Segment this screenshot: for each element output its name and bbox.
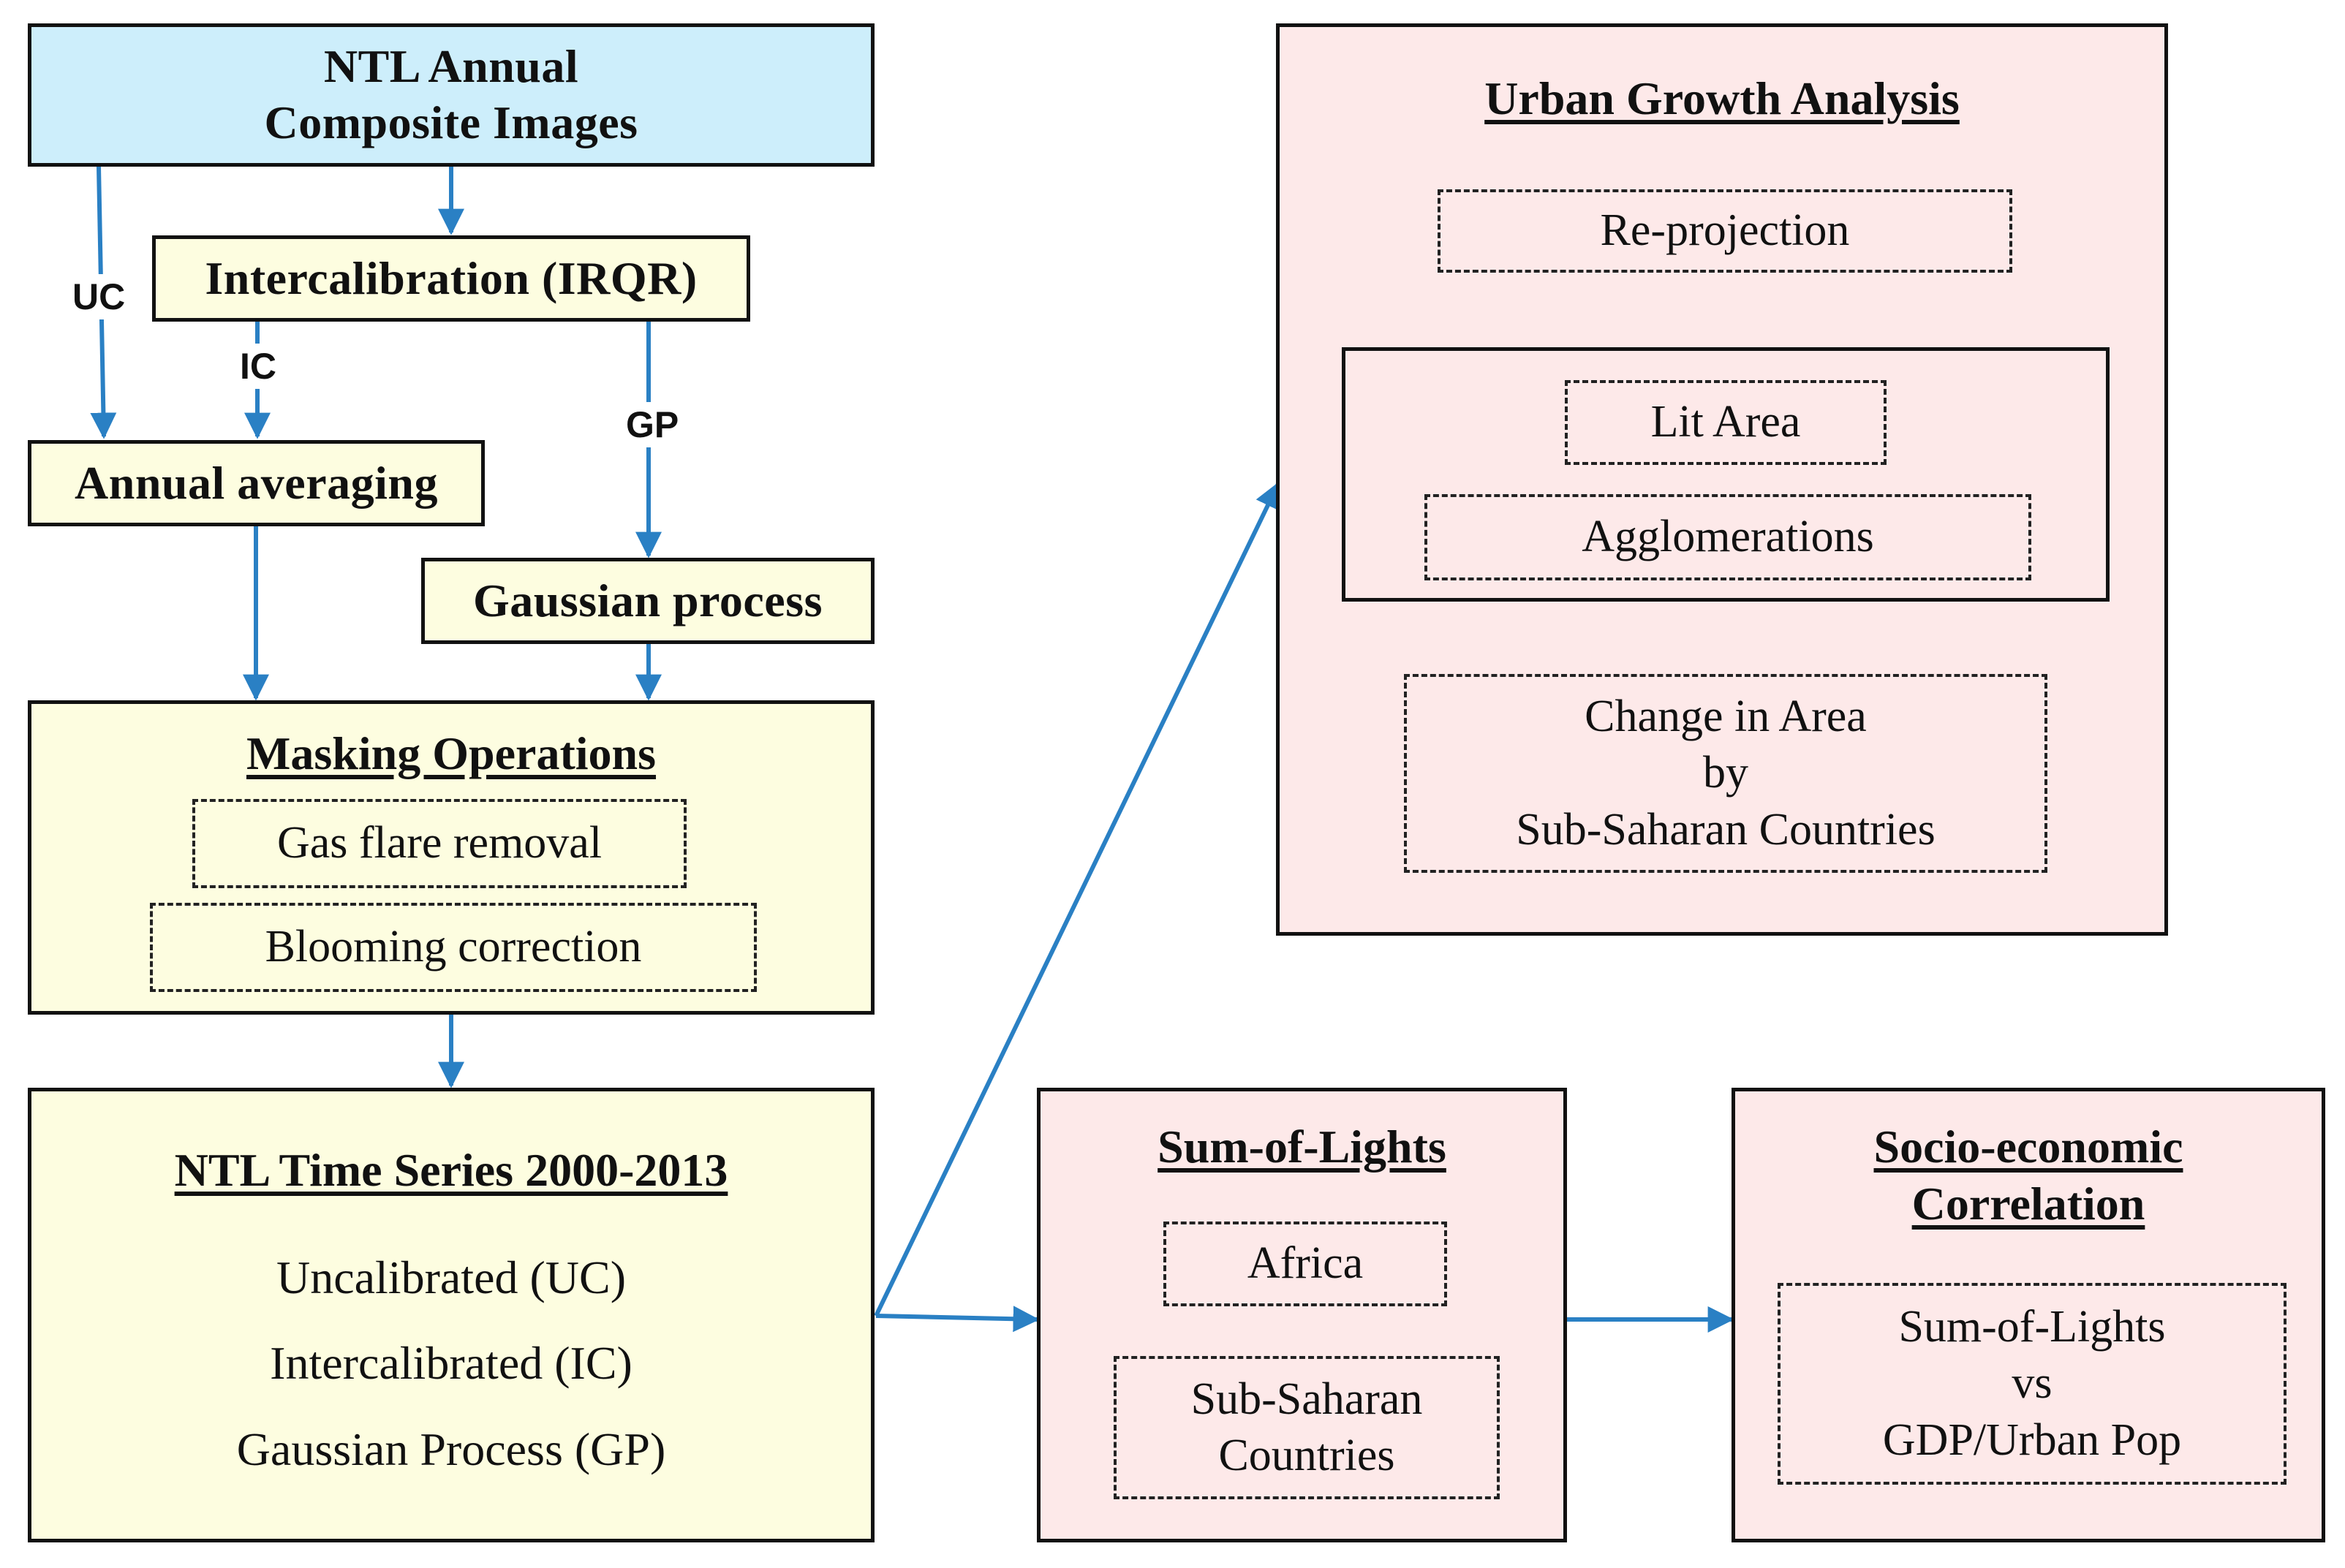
reprojection-step: Re-projection	[1438, 189, 2012, 273]
blooming-correction: Blooming correction	[150, 903, 757, 992]
intercalibration-box: Intercalibration (IRQR)	[152, 235, 750, 322]
annual-averaging-box: Annual averaging	[28, 440, 485, 526]
source-title-line1: NTL Annual	[323, 40, 579, 93]
series-intercalibrated: Intercalibrated (IC)	[270, 1337, 632, 1389]
sub-saharan-item: Sub-Saharan Countries	[1114, 1356, 1500, 1499]
lit-area-group: Lit Area Agglomerations	[1342, 347, 2110, 602]
annual-averaging-label: Annual averaging	[75, 457, 438, 509]
intercalibration-label: Intercalibration (IRQR)	[205, 252, 698, 304]
masking-operations-box: Masking Operations Gas flare removal Blo…	[28, 700, 875, 1015]
socio-title-line2: Correlation	[1911, 1178, 2145, 1230]
sum-of-lights-box: Sum-of-Lights Africa Sub-Saharan Countri…	[1037, 1088, 1567, 1542]
change-in-area-step: Change in Area by Sub-Saharan Countries	[1404, 674, 2047, 873]
sum-of-lights-title: Sum-of-Lights	[1158, 1121, 1446, 1173]
arrow-timeseries-to-urban	[874, 481, 1280, 1317]
edge-label-uc: UC	[69, 274, 129, 319]
masking-title: Masking Operations	[246, 727, 657, 779]
time-series-title: NTL Time Series 2000-2013	[174, 1144, 728, 1196]
urban-growth-box: Urban Growth Analysis Re-projection Lit …	[1276, 23, 2168, 936]
gas-flare-removal: Gas flare removal	[192, 799, 687, 888]
time-series-box: NTL Time Series 2000-2013 Uncalibrated (…	[28, 1088, 875, 1542]
agglomerations-step: Agglomerations	[1424, 494, 2031, 580]
edge-label-gp: GP	[623, 402, 682, 447]
lit-area-step: Lit Area	[1565, 380, 1887, 465]
source-title-line2: Composite Images	[264, 96, 638, 148]
urban-growth-title: Urban Growth Analysis	[1484, 72, 1960, 124]
series-uncalibrated: Uncalibrated (UC)	[276, 1251, 627, 1303]
socio-title-line1: Socio-economic	[1873, 1121, 2183, 1173]
socio-correlation-item: Sum-of-Lights vs GDP/Urban Pop	[1778, 1283, 2287, 1485]
source-box: NTL Annual Composite Images	[28, 23, 875, 167]
socio-economic-box: Socio-economic Correlation Sum-of-Lights…	[1732, 1088, 2325, 1542]
gaussian-process-label: Gaussian process	[472, 575, 823, 626]
edge-label-ic: IC	[237, 344, 279, 389]
arrow-timeseries-to-sum	[875, 1306, 1040, 1333]
africa-item: Africa	[1163, 1222, 1447, 1306]
gaussian-process-box: Gaussian process	[421, 558, 875, 644]
series-gaussian-process: Gaussian Process (GP)	[236, 1423, 666, 1475]
